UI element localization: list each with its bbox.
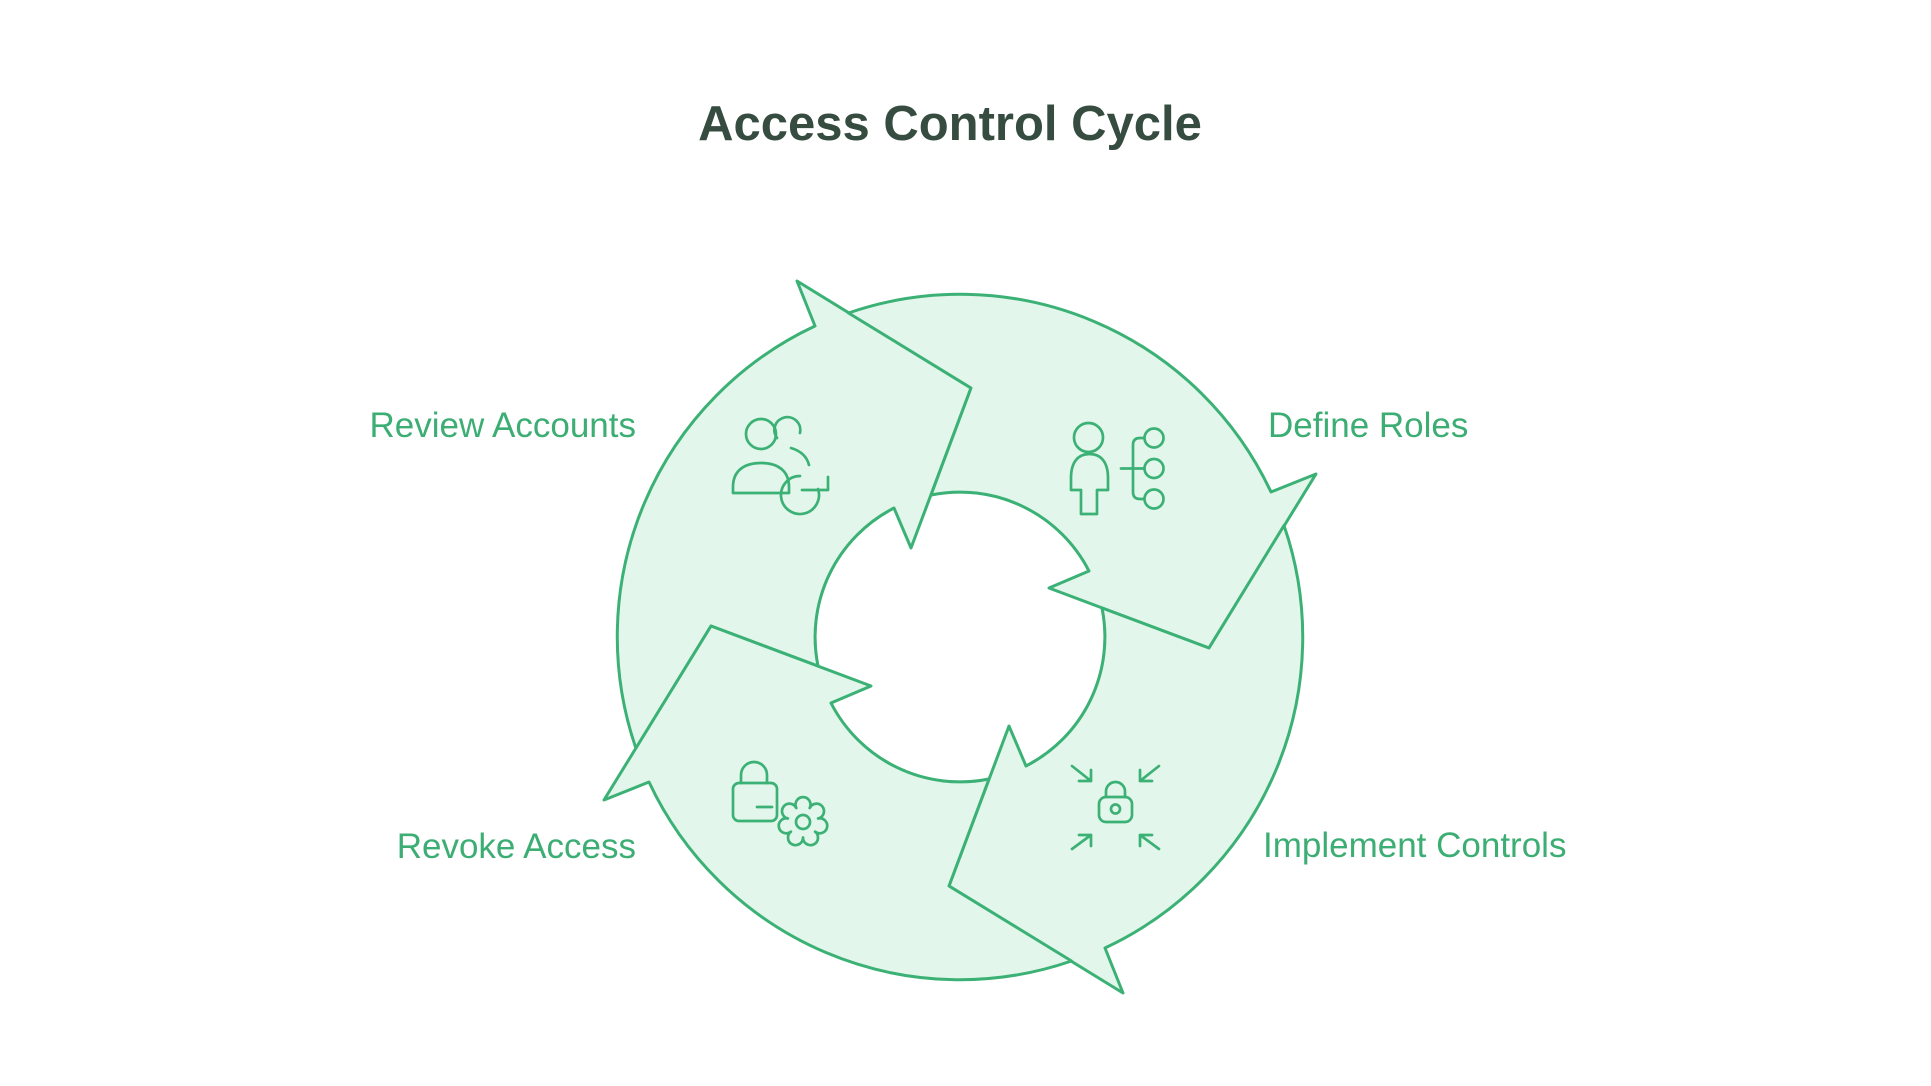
- cycle-hub-circle: [813, 490, 1107, 784]
- cycle-arrow-define: [847, 292, 1318, 650]
- step-label-review-accounts: Review Accounts: [369, 406, 636, 445]
- lock-gear-icon: [731, 760, 829, 847]
- page-title: Access Control Cycle: [698, 97, 1202, 151]
- step-label-revoke-access: Revoke Access: [397, 827, 636, 866]
- cycle-arrows: [602, 279, 1318, 995]
- step-label-define-roles: Define Roles: [1268, 406, 1468, 445]
- users-refresh-icon: [731, 415, 830, 516]
- cycle-arrow-review: [615, 279, 973, 750]
- step-label-implement-controls: Implement Controls: [1263, 826, 1566, 865]
- lock-converge-icon: [1070, 764, 1161, 851]
- cycle-arrow-revoke: [602, 624, 1073, 982]
- cycle-arrow-implement: [947, 524, 1305, 995]
- person-hierarchy-icon: [1069, 421, 1165, 516]
